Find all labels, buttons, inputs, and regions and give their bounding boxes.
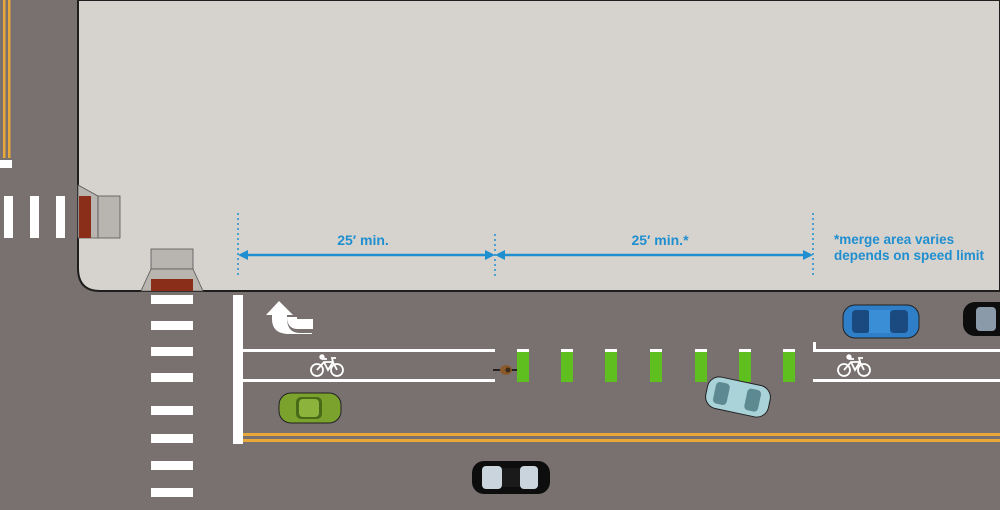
car-icon [472, 461, 550, 494]
car-icon [842, 304, 920, 339]
left-turn-arrow-icon [266, 301, 313, 334]
center-double-yellow-line [243, 433, 1000, 442]
merge-area-note: *merge area varies depends on speed limi… [834, 232, 1000, 264]
note-line-2: depends on speed limit [834, 248, 985, 263]
green-merge-markings [517, 349, 795, 382]
curb-ramp-south [140, 248, 204, 292]
dimension-label-2: 25′ min.* [631, 232, 689, 248]
dimension-line-2 [495, 250, 813, 260]
bicycle-symbol-icon [837, 354, 871, 377]
dimension-markers [237, 213, 814, 278]
car-icon [705, 376, 771, 418]
sidewalk-block [77, 0, 1000, 292]
dimension-label-1: 25′ min. [337, 232, 389, 248]
curb-ramp-west [77, 184, 121, 239]
crosswalk-west [4, 196, 65, 238]
note-line-1: *merge area varies [834, 232, 955, 247]
car-icon [278, 392, 342, 424]
bicycle-symbol-icon [310, 354, 344, 377]
crosswalk-south [151, 295, 193, 497]
cross-street-center-line [0, 0, 12, 168]
cyclist-icon [493, 365, 517, 375]
stop-bar [233, 295, 243, 444]
dimension-line-1 [238, 250, 495, 260]
car-icon [963, 302, 1000, 336]
bike-lane-lines [243, 342, 1000, 382]
